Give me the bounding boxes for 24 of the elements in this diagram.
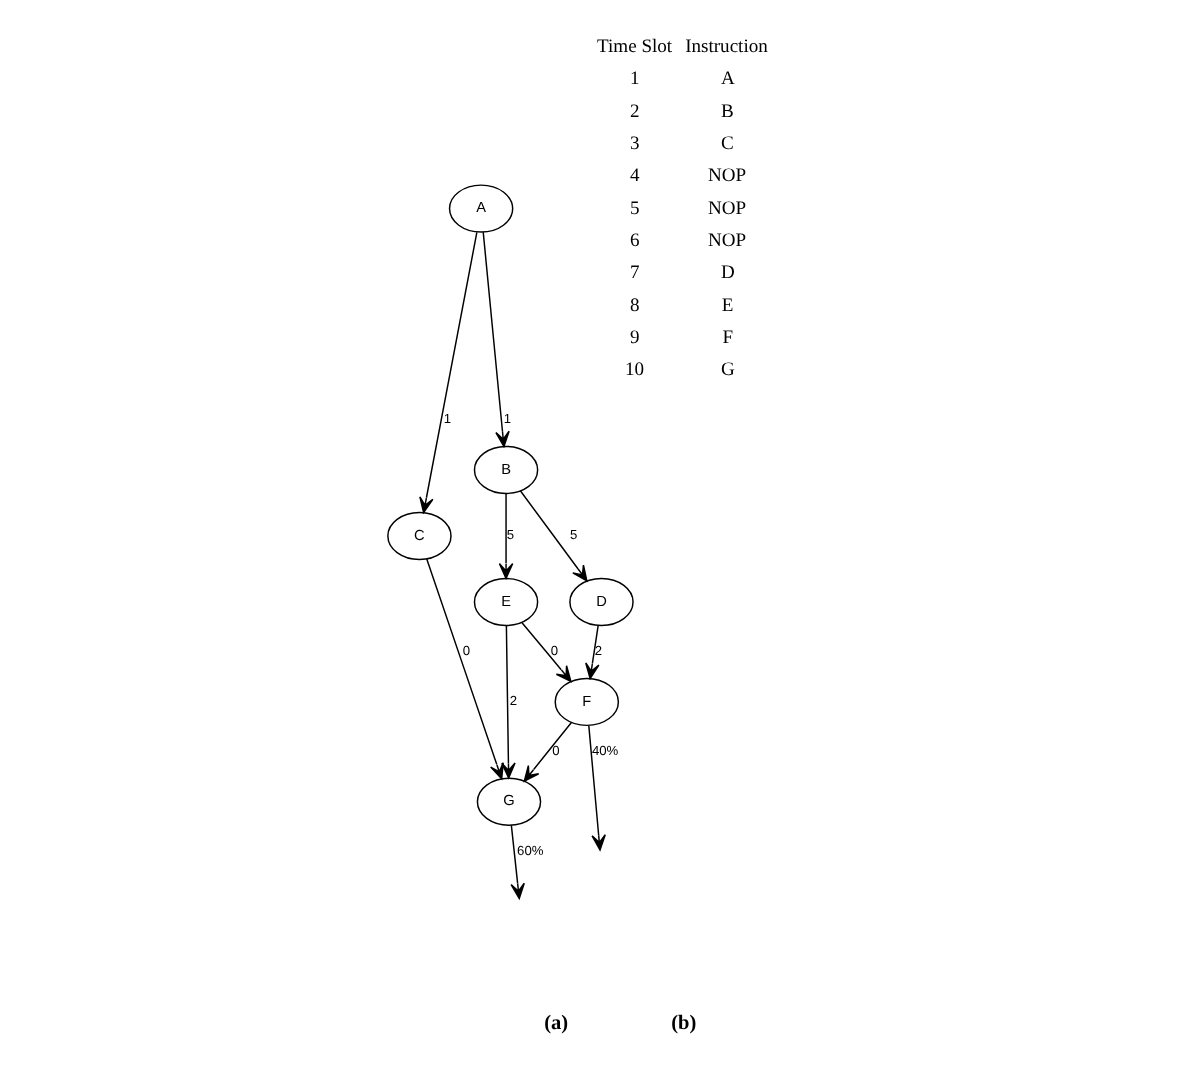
- label: (a): [544, 1012, 569, 1035]
- label: A: [721, 68, 735, 91]
- label: NOP: [707, 165, 747, 188]
- label: 8: [630, 294, 640, 317]
- label: F: [722, 326, 734, 349]
- label: Time Slot: [597, 36, 673, 59]
- label: 7: [630, 262, 640, 285]
- label: NOP: [707, 229, 747, 252]
- label: 5: [630, 197, 640, 220]
- label: 6: [630, 229, 640, 252]
- label: 4: [630, 165, 640, 188]
- label: NOP: [707, 197, 747, 220]
- label: (b): [671, 1012, 697, 1035]
- label: B: [721, 100, 734, 123]
- label: C: [721, 133, 734, 156]
- label: 1: [630, 68, 640, 91]
- label: D: [721, 262, 735, 285]
- label: 10: [624, 359, 645, 382]
- label: 2: [630, 100, 640, 123]
- label: G: [721, 359, 735, 382]
- label: 9: [630, 326, 640, 349]
- label: Instruction: [685, 36, 768, 59]
- label: E: [721, 294, 734, 317]
- label: 3: [630, 133, 640, 156]
